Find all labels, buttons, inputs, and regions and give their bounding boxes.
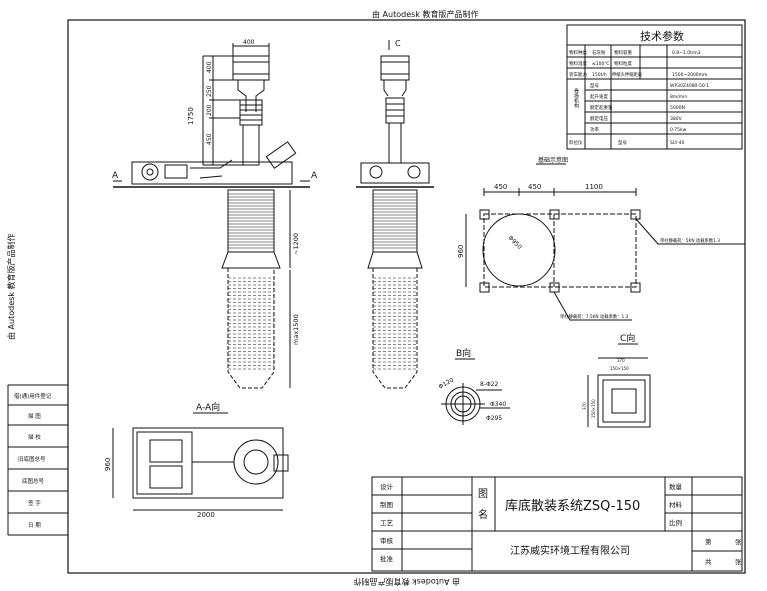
tp-g1-v: 8m/min <box>670 94 687 100</box>
tech-params-table: 技术参数 物料种类 石灰粉 物料容重 0.8~1.0t/m3 物料温度 ≤100… <box>566 24 743 150</box>
tb-row-4: 批准 <box>380 554 394 563</box>
view-c-title: C向 <box>620 332 635 344</box>
tb-sheet-gong: 共 <box>705 557 712 566</box>
front-bellows <box>228 193 274 249</box>
tp-r1-v1: ≤100℃ <box>592 61 609 67</box>
view-b-title: B向 <box>456 347 471 359</box>
tb-tuming-2: 名 <box>478 508 488 521</box>
front-lower-bellows <box>228 277 274 370</box>
view-b-label-2: Φ340 <box>490 401 506 408</box>
left-column-table: 借(通)用件登记 描 图 描 校 旧底图总号 底图总号 签 字 日 期 <box>7 384 68 536</box>
tp-last-k1: 料位仪 <box>569 139 583 146</box>
view-c-dim-left: 370 <box>582 402 587 410</box>
left-col-6: 日 期 <box>28 522 41 529</box>
view-c-dim-top: 370 <box>617 358 625 363</box>
watermark-left: 由 Autodesk 教育版产品制作 <box>6 234 16 340</box>
left-col-4: 底图总号 <box>22 477 45 485</box>
view-c-dim-left-inner: 150×150 <box>591 399 596 418</box>
tp-r2-v1: 150t/h <box>592 72 607 78</box>
front-view: 400 400 250 200 450 1750 A A <box>112 39 318 389</box>
tp-g4-k: 功率 <box>590 126 599 133</box>
side-lower-bellows <box>373 277 417 370</box>
side-bellows <box>373 193 417 249</box>
foundation-dim-h: 960 <box>457 245 465 258</box>
foundation-plan: 基础示意图 450 450 1100 960 Φ950 单柱静载荷：5KN 动载… <box>457 156 745 321</box>
tp-r0-k1: 物料种类 <box>569 49 587 56</box>
watermark-bottom: 由 Autodesk 教育版产品制作 <box>354 577 460 587</box>
foundation-note-bottom: 单柱静载荷：7.5KN 动载系数：1.3 <box>560 313 629 320</box>
view-c-dim-inner: 150×150 <box>610 366 629 371</box>
front-dim-left-3: 450 <box>206 133 213 145</box>
front-dim-left-0: 400 <box>206 61 213 73</box>
front-dim-left-2: 200 <box>206 104 213 116</box>
tb-sheet-di: 第 <box>705 537 712 546</box>
left-col-2: 描 校 <box>28 433 41 441</box>
tp-r0-v2: 0.8~1.0t/m3 <box>672 50 701 56</box>
front-dim-right-2: max1500 <box>292 314 300 345</box>
tb-sheet-unit-1: 张 <box>735 537 742 546</box>
left-col-5: 签 字 <box>28 499 41 507</box>
tp-group-label: 卷扬机构 <box>573 87 579 109</box>
tp-r2-k2: 伸缩头伸缩距离 <box>612 71 643 78</box>
tb-material-label: 材料 <box>669 500 683 509</box>
front-dim-right-1: ~1200 <box>292 233 300 255</box>
title-block: 设计 制图 工艺 审核 批准 图 名 库底散装系统ZSQ-150 数量 材料 比… <box>371 476 743 572</box>
foundation-note-right: 单柱静载荷：5KN 动载系数1.3 <box>660 237 720 244</box>
tp-r0-k2: 物料容重 <box>614 49 632 56</box>
left-col-3: 旧底图总号 <box>18 455 46 463</box>
tp-r1-k2: 物料粒度 <box>614 60 632 67</box>
tb-sheet-unit-2: 张 <box>735 557 742 566</box>
foundation-dim-1: 450 <box>528 183 541 191</box>
front-dim-total: 1750 <box>187 107 195 125</box>
tp-g0-k: 型号 <box>590 82 599 89</box>
tech-params-title: 技术参数 <box>640 29 684 43</box>
company-name: 江苏威实环境工程有限公司 <box>510 544 630 557</box>
tp-g1-k: 起升速度 <box>590 93 608 100</box>
tb-tuming-1: 图 <box>478 488 488 500</box>
view-aa-title: A-A向 <box>196 401 220 413</box>
tb-row-3: 审核 <box>380 536 394 545</box>
foundation-title: 基础示意图 <box>538 156 568 164</box>
tp-r2-v2: 1500~2000mm <box>672 72 707 78</box>
view-aa-dim-h: 960 <box>104 458 112 471</box>
tp-r2-k1: 装车能力 <box>569 71 587 78</box>
view-c: C向 370 150×150 370 150×150 <box>582 332 651 428</box>
tp-last-k2: 型号 <box>618 139 627 146</box>
drawing-name: 库底散装系统ZSQ-150 <box>505 498 640 514</box>
view-b-label-0: Φ120 <box>438 376 456 390</box>
tp-g2-v: 5000N <box>670 105 685 111</box>
tb-row-0: 设计 <box>380 482 394 491</box>
left-col-1: 描 图 <box>28 412 41 420</box>
tb-row-1: 制图 <box>380 500 393 509</box>
tp-r0-v1: 石灰粉 <box>592 49 606 56</box>
tb-qty-label: 数量 <box>669 482 683 491</box>
tp-g3-k: 额定电压 <box>590 115 608 122</box>
foundation-diameter: Φ950 <box>507 234 524 251</box>
tp-g4-v: 0.75kw <box>670 127 687 133</box>
tp-g3-v: 380V <box>670 116 683 122</box>
front-section-a-left: A <box>112 171 119 181</box>
front-dim-top: 400 <box>243 39 255 46</box>
side-section-c: C <box>395 39 401 48</box>
tb-scale-label: 比例 <box>669 518 682 527</box>
tp-r1-k1: 物料温度 <box>569 60 587 67</box>
tp-g0-v: WP30Z4080-50:1 <box>670 83 709 89</box>
view-b: B向 Φ120 8-Φ22 Φ340 Φ295 <box>438 347 510 425</box>
view-aa: A-A向 960 2000 <box>104 401 289 519</box>
view-b-label-3: Φ295 <box>486 415 502 422</box>
foundation-dim-0: 450 <box>494 183 507 191</box>
watermark-top: 由 Autodesk 教育版产品制作 <box>372 9 478 19</box>
side-view: C <box>356 39 434 389</box>
tb-row-2: 工艺 <box>380 519 394 527</box>
view-aa-dim-w: 2000 <box>197 511 215 519</box>
left-col-0: 借(通)用件登记 <box>14 392 52 400</box>
foundation-dim-2: 1100 <box>585 183 603 191</box>
front-dim-left-1: 250 <box>206 85 213 97</box>
outer-frame <box>67 19 746 574</box>
front-section-a-right: A <box>311 171 318 181</box>
tp-g2-k: 额定起重量 <box>590 104 613 111</box>
tp-last-v: SLY-40 <box>670 140 684 146</box>
view-b-label-1: 8-Φ22 <box>480 381 499 388</box>
